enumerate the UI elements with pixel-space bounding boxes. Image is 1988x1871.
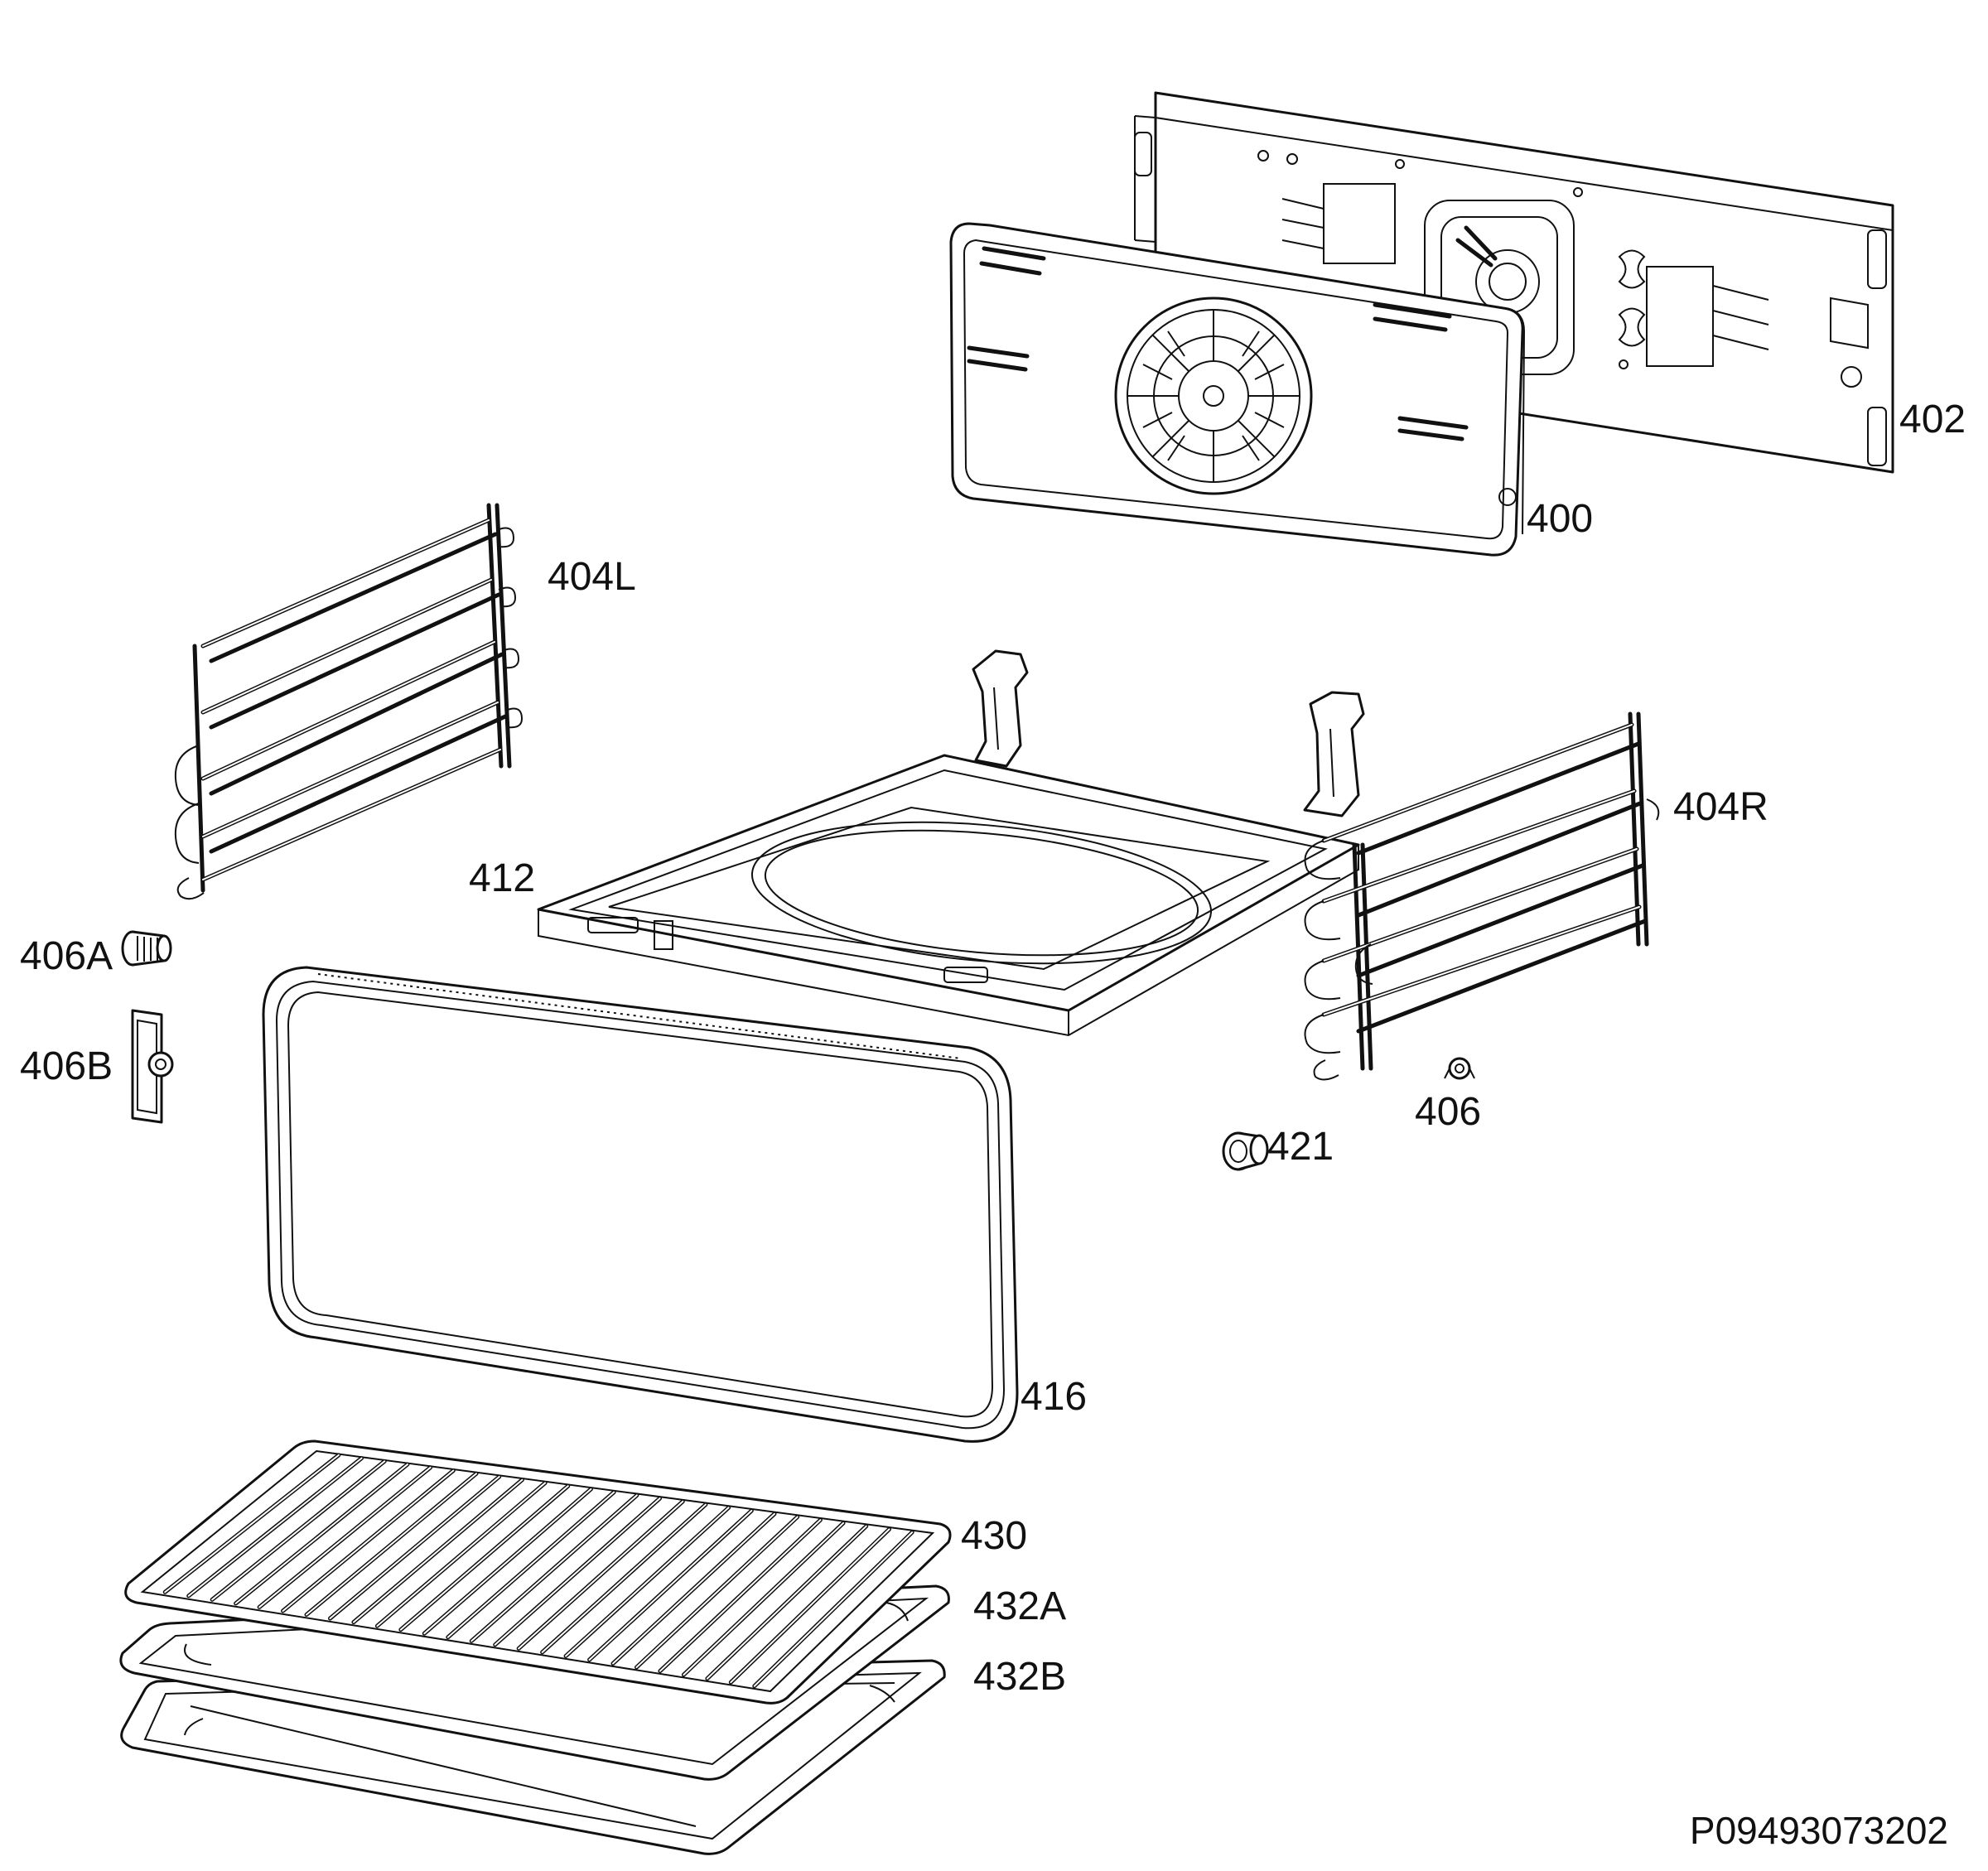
shelf-rod-highlight	[376, 1482, 547, 1627]
part-430-wire-shelf[interactable]	[124, 1439, 952, 1705]
part-416-door-gasket[interactable]	[262, 966, 1019, 1443]
callout-400: 400	[1527, 497, 1593, 541]
shelf-rod-highlight	[659, 1519, 822, 1672]
shelf-rod-highlight	[446, 1491, 615, 1638]
callout-402: 402	[1899, 398, 1966, 441]
callout-406A: 406A	[20, 934, 113, 978]
shelf-rod-highlight	[399, 1485, 569, 1631]
shelf-rod-highlight	[282, 1469, 455, 1612]
callout-432B: 432B	[973, 1655, 1066, 1699]
shelf-rod-highlight	[306, 1473, 477, 1616]
shelf-rod-highlight	[753, 1531, 914, 1687]
part-406-clip[interactable]	[1444, 1057, 1475, 1080]
shelf-rod-highlight	[518, 1500, 684, 1650]
shelf-rod-highlight	[234, 1464, 408, 1604]
callout-406B: 406B	[20, 1044, 113, 1088]
callout-412: 412	[469, 856, 535, 900]
callout-430: 430	[961, 1514, 1027, 1558]
part-406B-catch-plate[interactable]	[131, 1009, 174, 1124]
part-412-bottom-frame[interactable]	[537, 649, 1365, 1037]
shelf-rods	[162, 1453, 914, 1689]
shelf-rod-highlight	[635, 1516, 799, 1669]
shelf-rod-highlight	[423, 1488, 592, 1635]
part-421-lamp[interactable]	[1222, 1131, 1269, 1171]
shelf-rod-highlight	[730, 1528, 890, 1684]
shelf-rod-highlight	[164, 1454, 340, 1594]
shelf-rod-highlight	[541, 1503, 707, 1653]
callout-404L: 404L	[548, 555, 636, 599]
callout-416: 416	[1021, 1375, 1087, 1419]
part-406A-screw[interactable]	[121, 930, 172, 967]
shelf-rod-highlight	[588, 1510, 753, 1661]
shelf-rod-highlight	[612, 1512, 775, 1665]
diagram-code: P09493073202	[1690, 1809, 1948, 1852]
callout-432A: 432A	[973, 1584, 1066, 1628]
shelf-rod-highlight	[187, 1457, 363, 1597]
shelf-rod-highlight	[352, 1478, 524, 1623]
shelf-rod-highlight	[565, 1507, 730, 1657]
shelf-rod-highlight	[470, 1494, 638, 1642]
part-400-fan-cover[interactable]	[949, 222, 1526, 557]
callout-labels: 400 402 404L 404R 406 406A 406B 412 416 …	[20, 398, 1966, 1852]
shelf-rod-highlight	[329, 1475, 500, 1620]
callout-404R: 404R	[1673, 785, 1768, 829]
shelf-rod-highlight	[258, 1466, 432, 1608]
callout-406: 406	[1415, 1090, 1481, 1134]
part-404R-right-shelf-support[interactable]	[1304, 711, 1660, 1081]
callout-421: 421	[1267, 1125, 1334, 1169]
part-404L-left-shelf-support[interactable]	[174, 503, 524, 900]
shelf-rod-highlight	[706, 1525, 867, 1680]
shelf-rod-highlight	[211, 1460, 386, 1601]
shelf-rod-highlight	[683, 1521, 845, 1676]
shelf-rod-highlight	[494, 1497, 661, 1646]
